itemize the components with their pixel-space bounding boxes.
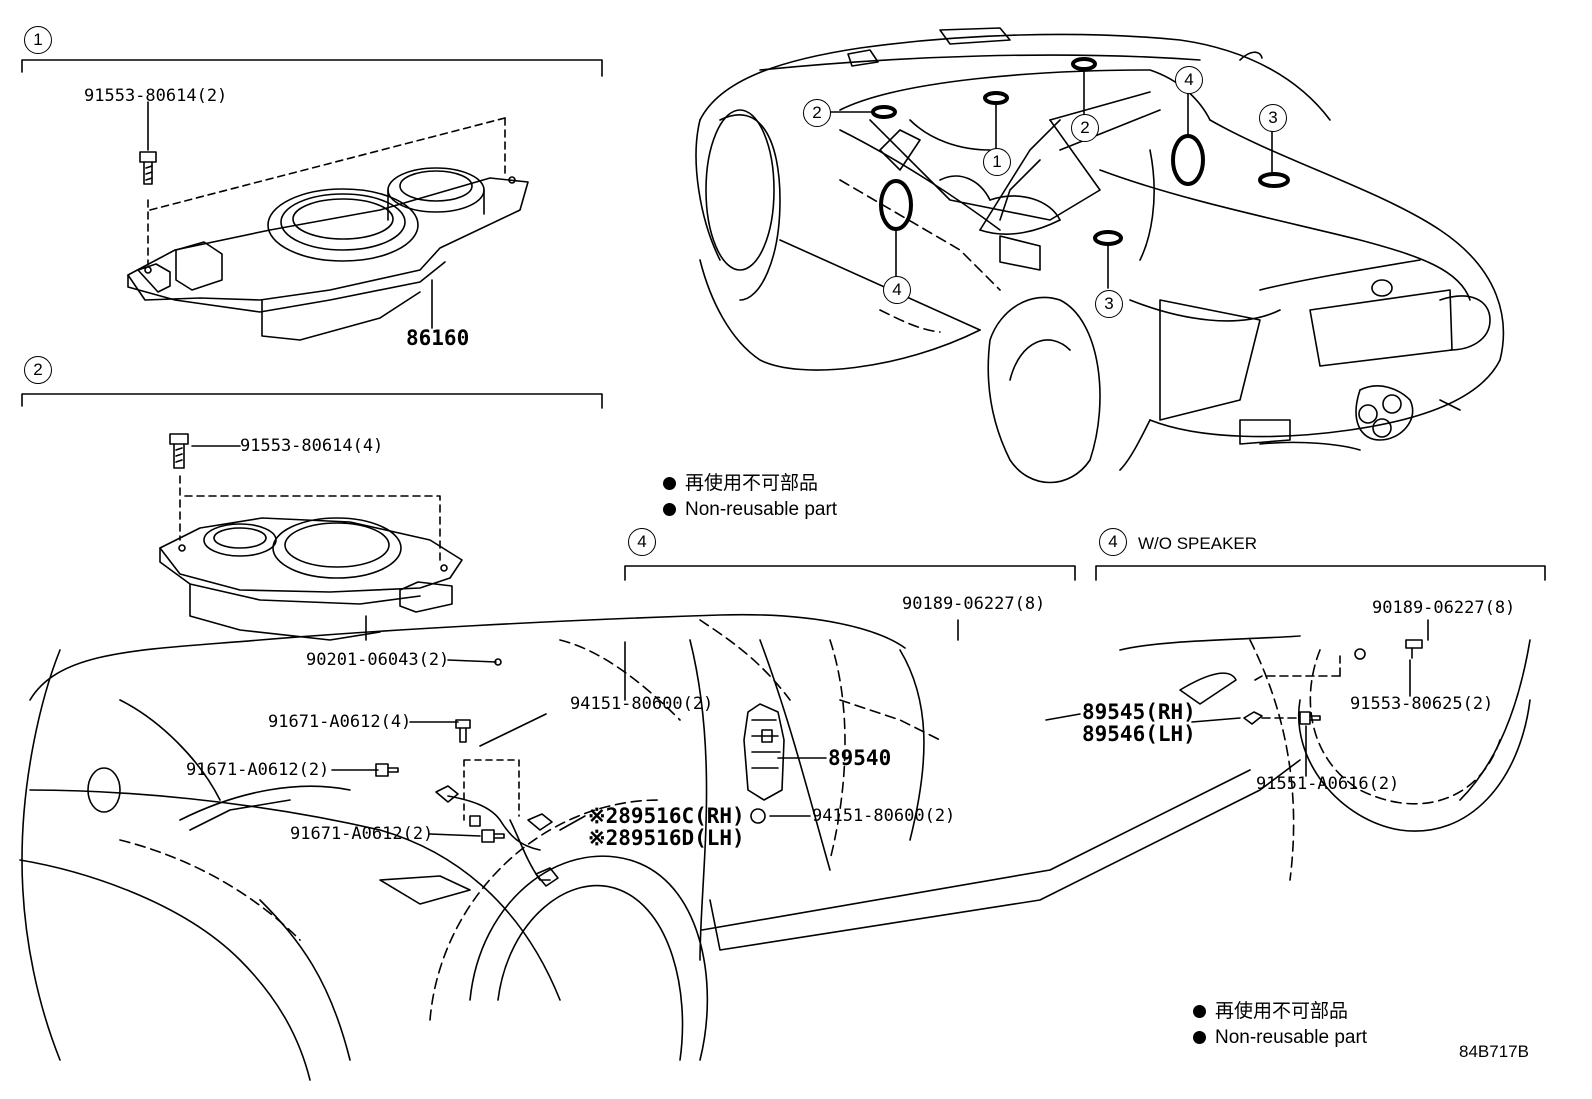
car-callout-4-left: 4 bbox=[883, 276, 911, 304]
s4a-screw-label: 90189-06227(8) bbox=[902, 594, 1046, 614]
section-4a-bracket bbox=[624, 565, 1076, 581]
s4b-screw2-label: 91553-80625(2) bbox=[1350, 694, 1494, 714]
section-4b-number: 4 bbox=[1099, 528, 1127, 556]
sensor-lh-number: 89516D(LH) bbox=[618, 826, 745, 850]
sensor-rh-label: ※289516C(RH) bbox=[588, 804, 745, 828]
car-callout-2-right: 2 bbox=[1071, 114, 1099, 142]
section-4b-bracket bbox=[1095, 565, 1546, 581]
car-callout-3-left: 3 bbox=[1095, 290, 1123, 318]
legend-bottom-en: Non-reusable part bbox=[1193, 1025, 1367, 1051]
section-2-bracket bbox=[21, 393, 603, 409]
legend-top-en: Non-reusable part bbox=[663, 497, 837, 523]
s2-bolt-label: 91553-80614(4) bbox=[240, 436, 384, 456]
sensor-rh-prefix: ※2 bbox=[588, 804, 619, 828]
s4b-rh-label: 89545(RH) bbox=[1082, 700, 1196, 724]
sensor-lh-label: ※289516D(LH) bbox=[588, 826, 745, 850]
non-reusable-dot-icon bbox=[663, 503, 676, 516]
car-callout-2-left: 2 bbox=[803, 99, 831, 127]
car-callout-3-right: 3 bbox=[1259, 104, 1287, 132]
s2-nut-label: 90201-06043(2) bbox=[306, 650, 450, 670]
s1-part-label: 86160 bbox=[406, 326, 470, 350]
s4b-bolt-label: 91551-A0616(2) bbox=[1256, 774, 1400, 794]
s4a-clip-label: 94151-80600(2) bbox=[570, 694, 714, 714]
section-4b-title: W/O SPEAKER bbox=[1138, 534, 1258, 553]
section-1-number: 1 bbox=[24, 26, 52, 54]
non-reusable-dot-icon bbox=[1193, 1031, 1206, 1044]
s4b-screw-label: 90189-06227(8) bbox=[1372, 598, 1516, 618]
rear-door-area bbox=[1119, 619, 1531, 881]
front-bolt-1-label: 91671-A0612(4) bbox=[268, 712, 412, 732]
car-callout-1: 1 bbox=[983, 148, 1011, 176]
section-1-bracket bbox=[21, 59, 603, 77]
section-4a-number: 4 bbox=[628, 528, 656, 556]
car-callout-4-right: 4 bbox=[1175, 66, 1203, 94]
front-bolt-3-label: 91671-A0612(2) bbox=[290, 824, 434, 844]
part-89540-drawing bbox=[743, 619, 959, 824]
rear-car-view bbox=[695, 27, 1505, 484]
speaker-86160-drawing bbox=[127, 101, 529, 341]
legend-bottom: 再使用不可部品 Non-reusable part bbox=[1193, 999, 1367, 1051]
sensor-rh-number: 89516C(RH) bbox=[618, 804, 745, 828]
front-car-body bbox=[19, 613, 1301, 1081]
legend-top: 再使用不可部品 Non-reusable part bbox=[663, 471, 837, 523]
leader-lines-front bbox=[331, 641, 827, 837]
s4b-lh-label: 89546(LH) bbox=[1082, 722, 1196, 746]
drawing-code: 84B717B bbox=[1459, 1042, 1529, 1061]
legend-bottom-jp: 再使用不可部品 bbox=[1193, 999, 1367, 1025]
non-reusable-dot-icon bbox=[1193, 1005, 1206, 1018]
section-2-number: 2 bbox=[24, 356, 52, 384]
s4a-clip2-label: 94151-80600(2) bbox=[812, 806, 956, 826]
front-bolt-2-label: 91671-A0612(2) bbox=[186, 760, 330, 780]
s1-bolt-label: 91553-80614(2) bbox=[84, 86, 228, 106]
legend-top-jp: 再使用不可部品 bbox=[663, 471, 837, 497]
front-sensor-harness bbox=[375, 719, 559, 887]
speaker-section-2-drawing bbox=[159, 433, 463, 641]
non-reusable-dot-icon bbox=[663, 477, 676, 490]
sensor-lh-prefix: ※2 bbox=[588, 826, 619, 850]
s4a-part-label: 89540 bbox=[828, 746, 892, 770]
